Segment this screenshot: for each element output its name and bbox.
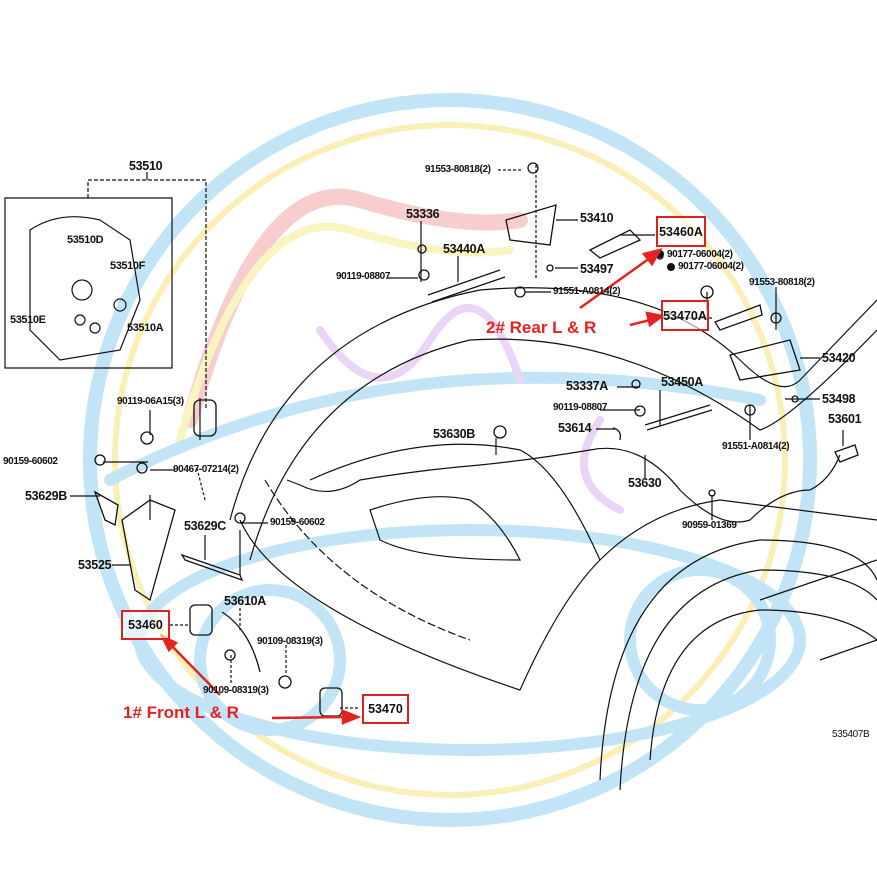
part-label: 53510F: [110, 260, 145, 272]
part-label: 53630B: [433, 427, 475, 441]
diagram-code: 535407B: [832, 729, 870, 740]
part-label: 91551-A0814(2): [722, 441, 790, 452]
part-label: 53629C: [184, 519, 226, 533]
part-label: 53510E: [10, 314, 46, 326]
part-label: 53630: [628, 476, 662, 490]
part-label: 53510D: [67, 234, 104, 246]
part-label: 53629B: [25, 489, 67, 503]
part-label: 53450A: [661, 375, 703, 389]
part-label: 90159-60602: [270, 517, 325, 528]
part-label: 53610A: [224, 594, 266, 608]
part-label: 53337A: [566, 379, 608, 393]
part-label: 53410: [580, 211, 614, 225]
front-sensor-b-highlight: 53470: [362, 694, 409, 724]
part-label: 53497: [580, 262, 614, 276]
part-label: 90109-08319(3): [203, 685, 269, 696]
part-label: 53336: [406, 207, 440, 221]
front-callout: 1# Front L & R: [123, 703, 239, 722]
part-label: 90109-08319(3): [257, 636, 323, 647]
part-label: 90467-07214(2): [173, 464, 239, 475]
part-label: 91551-A0814(2): [553, 286, 621, 297]
part-label: 53525: [78, 558, 112, 572]
part-label: 90119-06A15(3): [117, 396, 184, 407]
part-label: 53601: [828, 412, 862, 426]
part-label: 91553-80818(2): [425, 164, 491, 175]
part-label: 90159-60602: [3, 456, 58, 467]
part-label: 90119-08807: [553, 402, 607, 413]
rear-sensor-b-highlight: 53470A: [661, 300, 709, 331]
part-label: 90177-06004(2): [678, 261, 744, 272]
part-label: 90959-01369: [682, 520, 737, 531]
part-label: 53420: [822, 351, 856, 365]
part-label: 90177-06004(2): [667, 249, 733, 260]
part-label: 90119-08807: [336, 271, 390, 282]
part-label: 91553-80818(2): [749, 277, 815, 288]
part-label: 53510A: [127, 322, 164, 334]
rear-callout: 2# Rear L & R: [486, 318, 597, 337]
part-label: 53510: [129, 159, 163, 173]
rear-sensor-highlight: 53460A: [656, 216, 706, 247]
part-label: 53440A: [443, 242, 485, 256]
part-label: 53498: [822, 392, 856, 406]
front-sensor-highlight: 53460: [121, 610, 170, 640]
part-label: 53614: [558, 421, 592, 435]
callout-arrows: [159, 248, 665, 725]
